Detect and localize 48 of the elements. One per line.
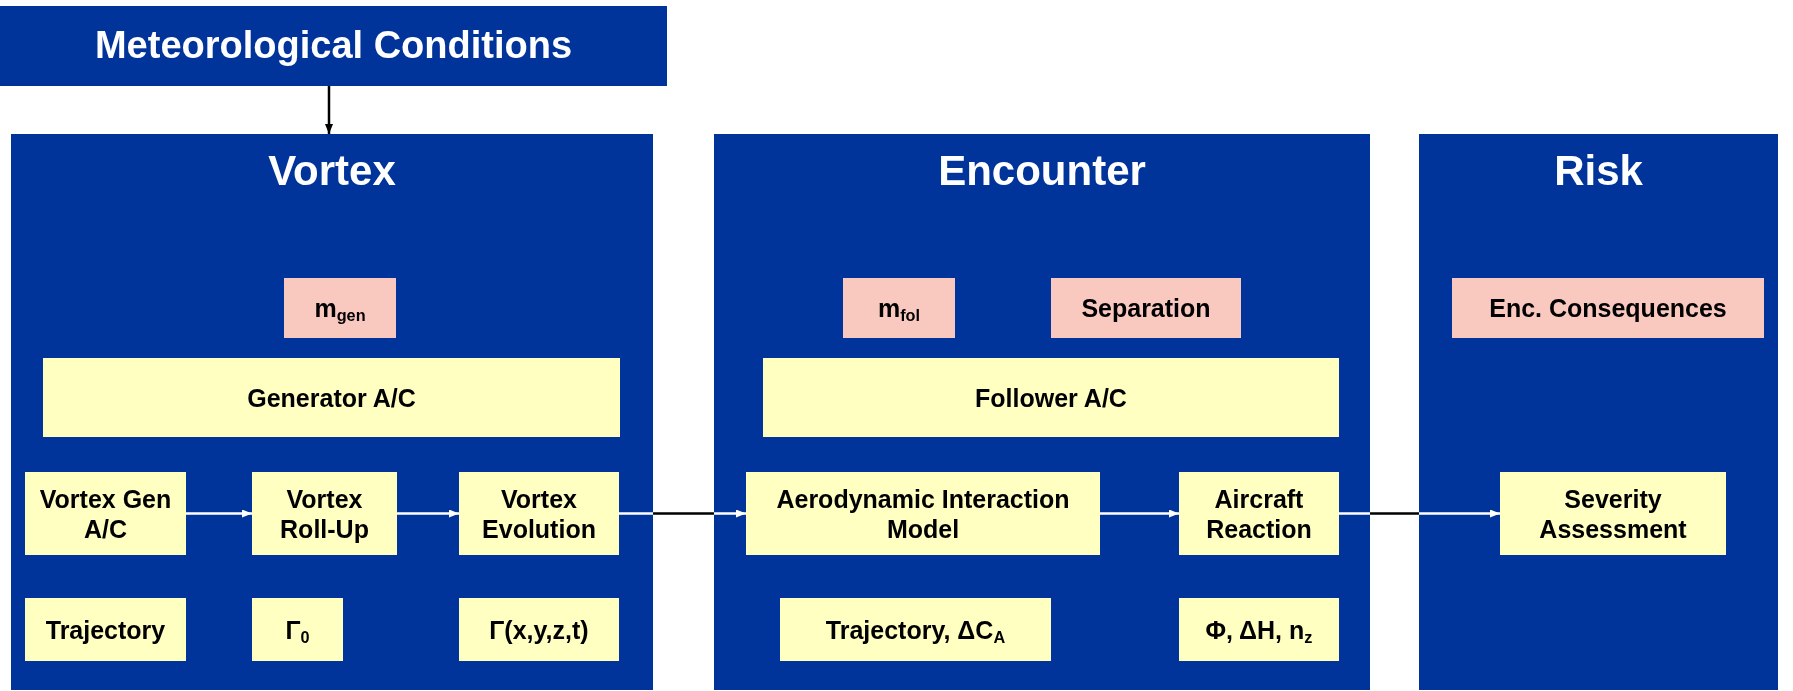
box-label: Vortex Gen A/C: [38, 483, 173, 544]
arrow: [1100, 509, 1179, 518]
box-label: m$_{gen}$: [313, 293, 367, 323]
process-box: [25, 598, 186, 661]
box-label: Γ(x,y,z,t): [488, 614, 590, 645]
arrow: [619, 509, 746, 518]
box-label: Aerodynamic Interaction Model: [775, 483, 1071, 544]
box-label: Trajectory, ΔC$_{A}$: [824, 614, 1007, 645]
process-box: [746, 472, 1100, 555]
arrow: [186, 509, 252, 518]
stage-panel: [11, 134, 653, 690]
arrow: [1339, 509, 1500, 518]
process-box: [459, 472, 619, 555]
box-label: Γ$_{0}$: [284, 614, 311, 645]
box-label: Follower A/C: [974, 382, 1128, 413]
box-label: Enc. Consequences: [1488, 293, 1728, 323]
stage-panel: [1419, 134, 1778, 690]
box-label: Trajectory: [44, 614, 167, 645]
box-label: Aircraft Reaction: [1205, 483, 1313, 544]
process-box: [780, 598, 1051, 661]
box-label: Vortex Roll-Up: [279, 483, 370, 544]
box-label: Meteorological Conditions: [93, 23, 574, 69]
box-label: Φ, ΔH, n$_{z}$: [1204, 614, 1314, 645]
parameter-box: [1452, 278, 1764, 338]
box-label: Severity Assessment: [1538, 483, 1688, 544]
process-box: [25, 472, 186, 555]
box-label: m$_{fol}$: [876, 293, 922, 323]
parameter-box: [1051, 278, 1241, 338]
process-box: [252, 472, 397, 555]
process-box: [459, 598, 619, 661]
process-box: [763, 358, 1339, 437]
process-box: [252, 598, 343, 661]
process-box: [1179, 472, 1339, 555]
box-label: Vortex Evolution: [481, 483, 597, 544]
panel-heading: Vortex: [267, 146, 397, 196]
process-box: [1179, 598, 1339, 661]
arrow: [397, 509, 459, 518]
parameter-box: [284, 278, 396, 338]
stage-panel: [714, 134, 1370, 690]
process-box: [1500, 472, 1726, 555]
process-box: [43, 358, 620, 437]
box-label: Separation: [1080, 293, 1212, 323]
box-label: Generator A/C: [246, 382, 417, 413]
parameter-box: [843, 278, 955, 338]
arrow: [325, 86, 333, 134]
panel-heading: Encounter: [937, 146, 1147, 196]
title-banner: [0, 6, 667, 86]
panel-heading: Risk: [1553, 146, 1644, 196]
